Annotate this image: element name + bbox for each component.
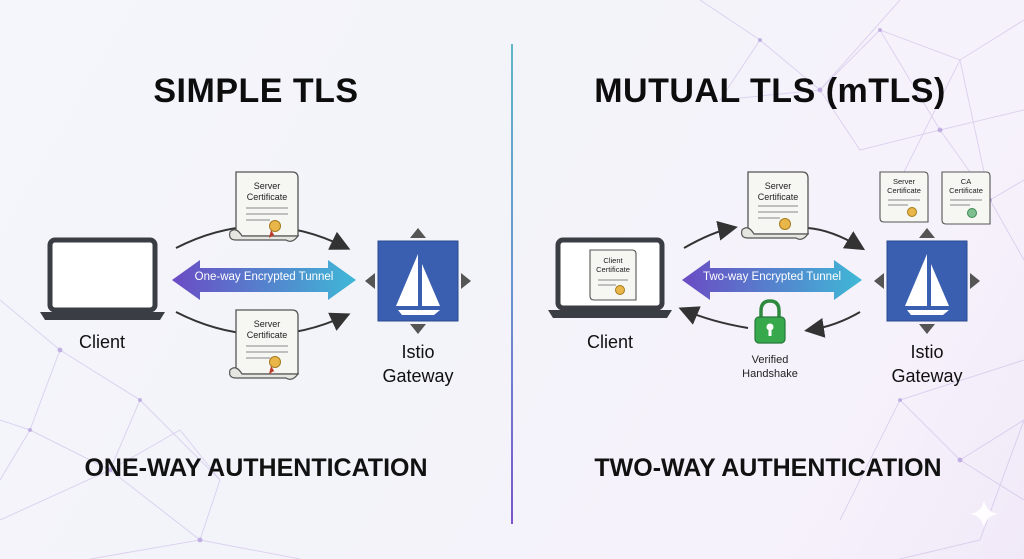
gateway-server-certificate-icon [879,171,929,223]
one-way-tunnel-label: One-way Encrypted Tunnel [194,271,334,283]
section-divider [511,44,513,524]
simple-tls-diagram [40,171,471,380]
simple-tls-title: SIMPLE TLS [153,72,359,110]
client-label: Client [586,332,634,352]
server-certificate-top-icon [229,171,300,242]
two-way-tunnel-label: Two-way Encrypted Tunnel [702,271,842,283]
client-to-cert-arrow [683,220,738,249]
client-label: Client [78,332,126,352]
lock-icon [754,299,786,344]
client-laptop-icon [40,237,165,320]
gateway-ca-certificate-icon [941,171,991,225]
istio-gateway-logo-icon [874,228,980,334]
two-way-authentication-subtitle: TWO-WAY AUTHENTICATION [594,454,942,482]
client-certificate-icon [589,249,637,301]
istio-gateway-logo-icon [365,228,471,334]
gateway-to-handshake-arrow [804,311,861,338]
cert-to-gateway-arrow [807,227,866,251]
handshake-to-client-arrow [678,306,749,329]
server-certificate-bottom-icon [229,309,300,380]
two-way-tunnel-arrow [682,260,862,300]
mutual-tls-diagram [548,171,998,528]
mutual-tls-title: MUTUAL TLS (mTLS) [594,72,946,110]
server-certificate-top-icon [741,171,810,240]
one-way-authentication-subtitle: ONE-WAY AUTHENTICATION [84,454,428,482]
sparkle-icon [970,500,998,528]
one-way-tunnel-arrow [172,260,356,300]
